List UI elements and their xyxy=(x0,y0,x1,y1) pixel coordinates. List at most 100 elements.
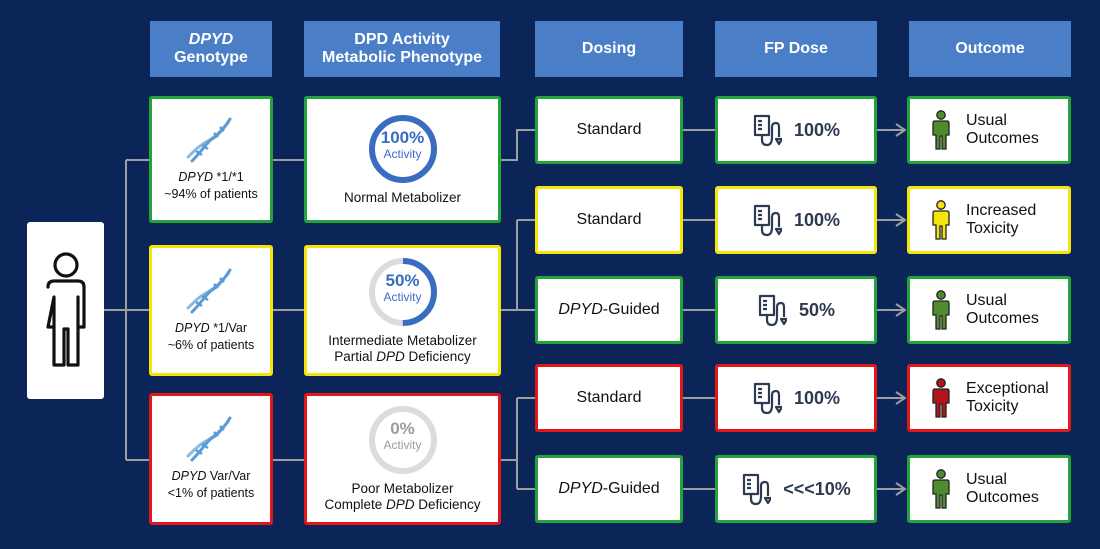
genotype-frequency: ~6% of patients xyxy=(167,337,255,352)
phenotype-line1: Intermediate Metabolizer xyxy=(328,332,477,348)
genotype-allele: *1/Var xyxy=(209,320,248,335)
dosing-text: Standard xyxy=(576,211,642,228)
iv-bag-icon xyxy=(753,204,782,237)
header-phenotype-line1: DPD Activity xyxy=(354,31,450,48)
phenotype-box-normal: 100% Activity Normal Metabolizer xyxy=(304,96,501,223)
iv-bag-icon xyxy=(743,473,772,506)
fp-dose-box-3: 50% xyxy=(715,276,877,344)
header-fp-dose: FP Dose xyxy=(715,21,877,77)
fp-dose-box-4: 100% xyxy=(715,364,877,432)
genotype-text: DPYD *1/*1 ~94% of patients xyxy=(164,169,257,203)
dosing-gene: DPYD xyxy=(558,301,603,318)
phenotype-line2: Complete DPD Deficiency xyxy=(324,497,480,513)
outcome-line1: Increased xyxy=(966,202,1037,219)
activity-percent: 100% xyxy=(380,127,425,147)
dna-icon xyxy=(186,268,232,313)
fp-dose-box-1: 100% xyxy=(715,96,877,164)
fp-dose-box-2: 100% xyxy=(715,186,877,254)
dosing-box-5: DPYD-Guided xyxy=(535,455,683,523)
phenotype-text: Intermediate Metabolizer Partial DPD Def… xyxy=(328,333,477,365)
header-outcome-label: Outcome xyxy=(955,40,1025,57)
activity-arc xyxy=(368,257,437,326)
outcome-line2: Outcomes xyxy=(966,310,1039,327)
outcome-line1: Exceptional xyxy=(966,380,1049,397)
header-genotype-gene: DPYD xyxy=(188,31,234,48)
iv-bag-icon xyxy=(753,382,782,415)
header-phenotype: DPD Activity Metabolic Phenotype xyxy=(304,21,500,77)
header-genotype: DPYD Genotype xyxy=(150,21,272,77)
header-outcome: Outcome xyxy=(909,21,1071,77)
phenotype-line2: Partial DPD Deficiency xyxy=(328,349,477,365)
activity-arc xyxy=(368,114,437,183)
dosing-label: DPYD-Guided xyxy=(558,480,659,498)
dosing-label: Standard xyxy=(577,121,642,139)
dna-icon xyxy=(186,416,232,462)
phenotype-line1: Normal Metabolizer xyxy=(343,189,462,205)
genotype-gene: DPYD xyxy=(178,169,214,184)
person-icon xyxy=(932,200,950,240)
dosing-text: -Guided xyxy=(602,480,660,497)
iv-bag-icon xyxy=(753,114,782,147)
header-fp-dose-label: FP Dose xyxy=(764,40,828,57)
genotype-text: DPYD *1/Var ~6% of patients xyxy=(168,320,255,354)
dosing-box-1: Standard xyxy=(535,96,683,164)
activity-label: Activity xyxy=(383,438,422,452)
outcome-line1: Usual xyxy=(966,292,1007,309)
phenotype-line2-pre: Partial xyxy=(334,348,377,364)
phenotype-line1: Poor Metabolizer xyxy=(351,481,454,496)
dosing-box-2: Standard xyxy=(535,186,683,254)
phenotype-box-poor: 0% Activity Poor Metabolizer Complete DP… xyxy=(304,393,501,525)
dosing-gene: DPYD xyxy=(558,480,603,497)
activity-ring: 100% Activity xyxy=(368,114,438,184)
fp-dose-value: 50% xyxy=(798,299,836,320)
genotype-allele: Var/Var xyxy=(206,469,251,483)
header-genotype-label: Genotype xyxy=(174,49,248,66)
phenotype-line2-pre: Complete xyxy=(324,497,386,512)
dosing-box-4: Standard xyxy=(535,364,683,432)
activity-ring: 50% Activity xyxy=(368,257,438,327)
outcome-line2: Toxicity xyxy=(966,398,1019,415)
dosing-label: Standard xyxy=(577,389,642,407)
fp-dose-value: 100% xyxy=(793,387,841,408)
genotype-frequency: ~94% of patients xyxy=(164,186,258,201)
fp-dose-value: 100% xyxy=(793,119,841,140)
activity-label: Activity xyxy=(383,146,422,161)
activity-percent: 0% xyxy=(390,419,415,438)
genotype-box-homozygous: DPYD Var/Var <1% of patients xyxy=(149,393,273,525)
phenotype-line2-gene: DPD xyxy=(385,497,415,512)
outcome-line2: Outcomes xyxy=(966,489,1039,506)
outcome-line1: Usual xyxy=(966,112,1007,129)
dosing-box-3: DPYD-Guided xyxy=(535,276,683,344)
dosing-label: Standard xyxy=(577,211,642,229)
genotype-gene: DPYD xyxy=(174,320,210,335)
genotype-gene: DPYD xyxy=(171,469,207,483)
phenotype-text: Normal Metabolizer xyxy=(344,190,461,206)
fp-dose-box-5: <<<10% xyxy=(715,455,877,523)
iv-bag-icon xyxy=(758,294,787,327)
dosing-text: Standard xyxy=(576,389,642,406)
fp-dose-value: 100% xyxy=(793,209,841,230)
activity-ring: 0% Activity xyxy=(368,405,438,475)
person-icon xyxy=(932,290,950,330)
phenotype-line2-gene: DPD xyxy=(376,348,405,364)
phenotype-line2-post: Deficiency xyxy=(404,348,471,364)
genotype-allele: *1/*1 xyxy=(213,169,244,184)
phenotype-text: Poor Metabolizer Complete DPD Deficiency xyxy=(324,481,480,513)
activity-label: Activity xyxy=(383,289,422,304)
outcome-line2: Toxicity xyxy=(966,220,1019,237)
person-icon xyxy=(932,378,950,418)
activity-percent: 50% xyxy=(385,270,420,290)
header-phenotype-line2: Metabolic Phenotype xyxy=(321,49,483,66)
dosing-text: -Guided xyxy=(602,301,660,318)
genotype-text: DPYD Var/Var <1% of patients xyxy=(168,468,255,502)
